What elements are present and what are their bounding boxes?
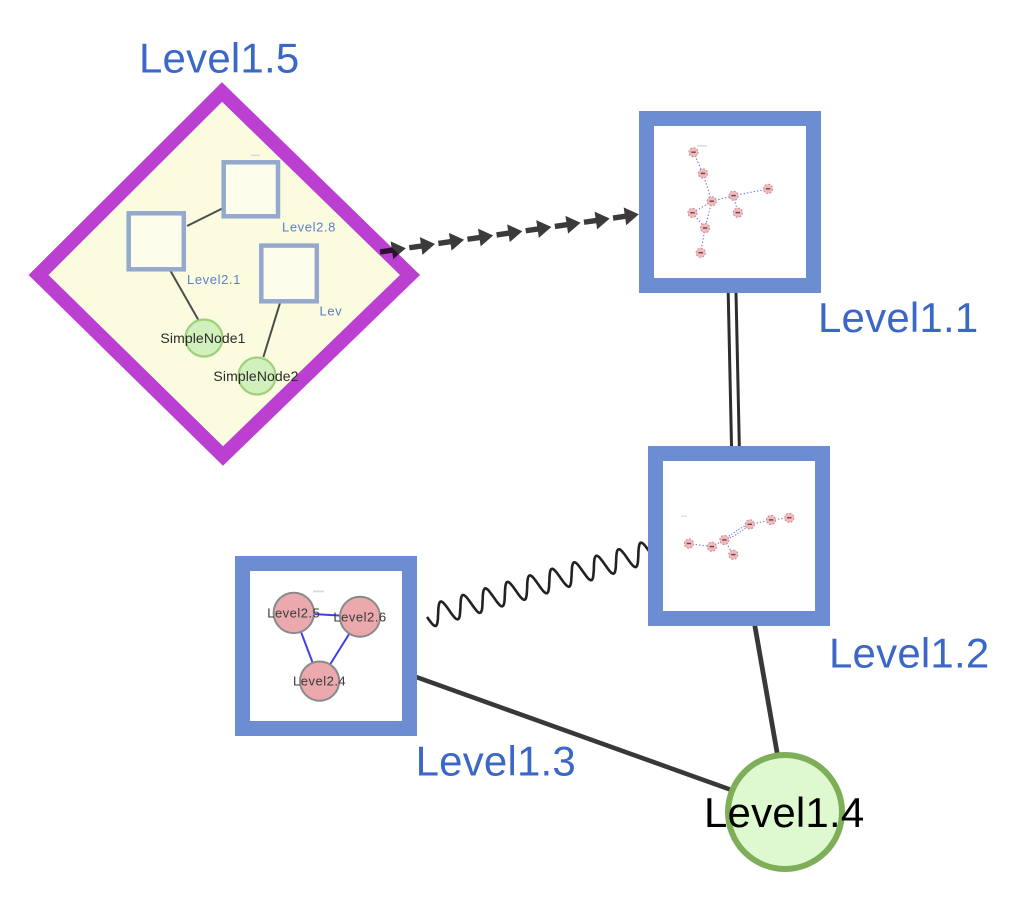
svg-text:Level1.2: Level1.2: [829, 630, 989, 677]
svg-text:Level2.8: Level2.8: [282, 220, 336, 235]
svg-text:Level1.4: Level1.4: [704, 789, 864, 836]
svg-text:Level2.6: Level2.6: [333, 609, 386, 624]
svg-text:Level1.5: Level1.5: [139, 35, 299, 82]
svg-text:Level1.1: Level1.1: [818, 294, 978, 341]
svg-text:Level2.5: Level2.5: [267, 606, 320, 621]
svg-text:SimpleNode2: SimpleNode2: [213, 368, 298, 384]
svg-text:Level2.1: Level2.1: [187, 272, 241, 287]
svg-text:Level1.3: Level1.3: [416, 738, 576, 785]
svg-text:SimpleNode1: SimpleNode1: [160, 330, 245, 346]
svg-text:Lev: Lev: [320, 304, 343, 319]
svg-text:Level2.4: Level2.4: [293, 674, 346, 689]
